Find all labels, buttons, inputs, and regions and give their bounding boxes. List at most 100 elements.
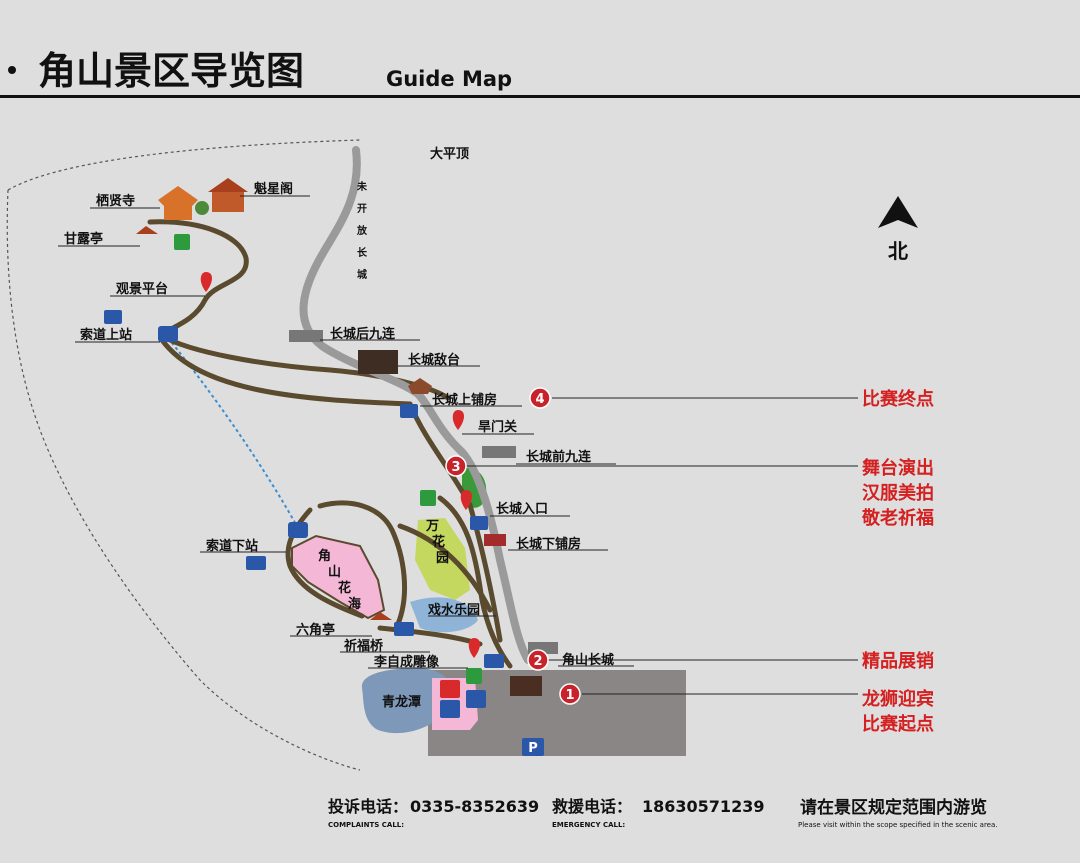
- pavilion-icon: [212, 190, 244, 212]
- location-pin-icon: [452, 410, 464, 430]
- label-wall-lower-shop: 长城下铺房: [516, 536, 581, 552]
- north-label: 北: [888, 239, 908, 263]
- label-qi-fu-bridge: 祈福桥: [344, 638, 384, 654]
- emergency-label: 救援电话：: [552, 797, 632, 816]
- place-labels: 大平顶 未开放长城 栖贤寺 魁星阁 甘露亭 观景平台 索道上站 长城后九连 长城…: [64, 146, 614, 710]
- pavilion-icon: [370, 612, 392, 620]
- shuttle-icon: [394, 622, 414, 636]
- qing-long-pond-area: [361, 668, 452, 734]
- complaints-number: 0335-8352639: [410, 797, 539, 816]
- shuttle-icon: [470, 516, 488, 530]
- info-icon: [440, 700, 460, 718]
- complaints-label: 投诉电话：: [328, 797, 408, 816]
- restroom-icon: [174, 234, 190, 250]
- label-wall-enemy-tower: 长城敌台: [408, 352, 460, 368]
- label-wall-front-nine: 长城前九连: [526, 449, 592, 465]
- label-wall-entrance: 长城入口: [496, 501, 548, 517]
- scenic-boundary: [6, 139, 361, 771]
- label-leader-lines: [58, 195, 634, 669]
- marker-3-label: 3: [451, 460, 460, 475]
- marker-2-circle: [527, 649, 549, 671]
- page-title: 角山景区导览图: [38, 49, 304, 93]
- parking-icon: [522, 738, 544, 756]
- label-unopened-great-wall: 未开放长城: [356, 180, 368, 281]
- event-lion-dragon-welcome: 龙狮迎宾: [862, 688, 934, 710]
- location-pins: [200, 272, 480, 658]
- event-start-line: 比赛起点: [862, 713, 934, 735]
- label-cableway-upper-station: 索道上站: [80, 327, 132, 343]
- trail-summit-loop: [147, 219, 249, 337]
- upper-shop-icon: [408, 378, 432, 394]
- label-viewing-platform: 观景平台: [116, 281, 168, 297]
- cable-car-icon: [288, 522, 308, 538]
- gate-tower-icon: [510, 676, 542, 696]
- shuttle-icon: [104, 310, 122, 324]
- trail-network: [147, 219, 513, 669]
- cable-car-icon: [158, 326, 178, 342]
- service-star-icon: [466, 690, 486, 708]
- first-aid-icon: [440, 680, 460, 698]
- marker-2-label: 2: [533, 654, 542, 669]
- tree-icon: [195, 201, 209, 215]
- enemy-tower-icon: [358, 350, 398, 374]
- event-stage-show: 舞台演出: [862, 457, 934, 479]
- shuttle-icon: [400, 404, 418, 418]
- shuttle-icon: [484, 654, 504, 668]
- pavilion-roof-icon: [208, 178, 248, 192]
- marker-1-circle: [559, 683, 581, 705]
- emergency-number: 18630571239: [642, 797, 764, 816]
- location-pin-icon: [468, 638, 480, 658]
- location-pin-icon: [200, 272, 212, 292]
- north-arrow-icon: [878, 196, 918, 228]
- marker-4-circle: [529, 387, 551, 409]
- lower-shop-icon: [484, 534, 506, 546]
- header: 角山景区导览图 Guide Map: [0, 49, 1080, 98]
- label-water-park: 戏水乐园: [427, 602, 480, 618]
- pavilion-icon: [136, 226, 158, 234]
- event-finish-line: 比赛终点: [862, 388, 934, 410]
- visit-notice: 请在景区规定范围内游览: [800, 797, 987, 818]
- facility-icons: P: [104, 234, 544, 756]
- label-da-ping-ding: 大平顶: [430, 146, 469, 162]
- restroom-icon: [466, 668, 482, 684]
- north-arrow: 北: [878, 196, 918, 263]
- emergency-label-en: EMERGENCY CALL:: [552, 821, 625, 829]
- flower-sea-area: [291, 534, 386, 620]
- trail-main-descent: [407, 401, 503, 643]
- marker-4-label: 4: [535, 392, 544, 407]
- numbered-markers: 4 3 2 1: [445, 387, 581, 705]
- label-wan-hua-garden: 万花园: [425, 519, 449, 566]
- event-hanfu-photo: 汉服美拍: [862, 482, 934, 504]
- temple-icon: [158, 186, 198, 220]
- parking-label: P: [528, 741, 538, 756]
- label-wall-upper-shop: 长城上铺房: [432, 392, 497, 408]
- trail-cross: [397, 523, 493, 613]
- label-qing-long-pond: 青龙潭: [382, 694, 421, 710]
- label-jiaoshan-flower-sea: 角山花海: [318, 548, 361, 612]
- label-kui-xing-pavilion: 魁星阁: [254, 181, 293, 197]
- label-cableway-lower-station: 索道下站: [206, 538, 258, 554]
- page-title-en: Guide Map: [386, 67, 512, 91]
- trail-flower-sea-east: [317, 500, 408, 627]
- shuttle-icon: [246, 556, 266, 570]
- label-li-zicheng-statue: 李自成雕像: [373, 654, 440, 670]
- label-wall-rear-nine: 长城后九连: [330, 326, 396, 342]
- temple-icons: [136, 178, 392, 620]
- trail-lower-link: [159, 337, 413, 407]
- wall-segment-icon: [289, 330, 323, 342]
- title-bullet: [8, 66, 16, 74]
- label-liu-jiao-pavilion: 六角亭: [296, 622, 335, 638]
- footer: 投诉电话： 0335-8352639 COMPLAINTS CALL: 救援电话…: [328, 797, 998, 829]
- visit-notice-en: Please visit within the scope specified …: [798, 821, 998, 829]
- location-pin-icon: [460, 490, 472, 510]
- header-rule: [0, 95, 1080, 98]
- label-han-gate-pass: 旱门关: [478, 419, 517, 435]
- marker-1-label: 1: [565, 688, 574, 703]
- event-elder-blessing: 敬老祈福: [861, 507, 934, 529]
- event-connectors: [462, 397, 858, 695]
- label-jiaoshan-great-wall: 角山长城: [562, 652, 614, 668]
- label-qi-xian-temple: 栖贤寺: [96, 193, 135, 209]
- complaints-label-en: COMPLAINTS CALL:: [328, 821, 404, 829]
